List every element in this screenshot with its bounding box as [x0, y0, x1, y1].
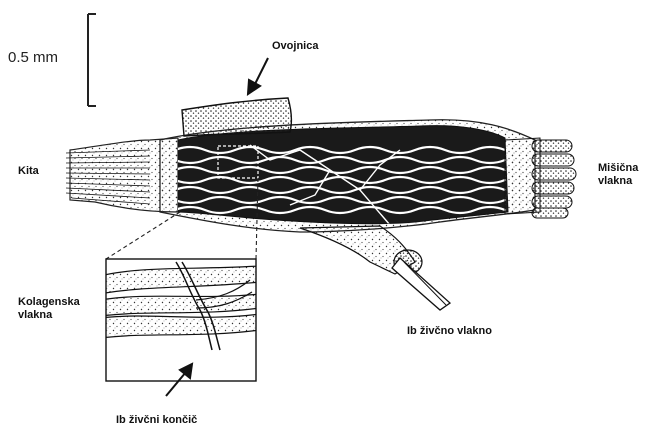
sheath-label: Ovojnica [272, 40, 318, 53]
scale-bar [88, 14, 96, 106]
scale-label: 0.5 mm [8, 49, 58, 66]
tendon-label: Kita [18, 165, 39, 178]
muscle-fibers-drawing [505, 138, 576, 218]
muscle-fibers-label-line2: vlakna [598, 175, 638, 188]
sheath-flap [182, 98, 291, 136]
inset-detail [100, 259, 260, 381]
muscle-fibers-label: Mišična vlakna [598, 162, 638, 187]
muscle-fibers-label-line1: Mišična [598, 162, 638, 175]
sheath-arrow [248, 58, 268, 94]
nerve-fiber-drawing [300, 226, 450, 310]
capsule [160, 98, 535, 232]
collagen-fibers-label-line1: Kolagenska [18, 296, 80, 309]
collagen-fibers-label-line2: vlakna [18, 309, 80, 322]
nerve-fiber-label: Ib živčno vlakno [407, 325, 492, 338]
nerve-ending-label: Ib živčni končič [116, 414, 197, 427]
collagen-fibers-label: Kolagenska vlakna [18, 296, 80, 321]
